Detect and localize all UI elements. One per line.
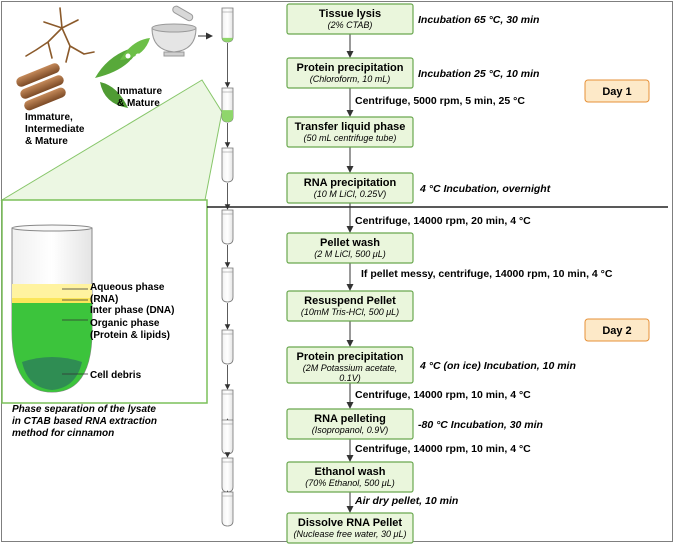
- step-box-7: Protein precipitation(2M Potassium aceta…: [286, 346, 414, 384]
- step-box-bg: [286, 57, 414, 89]
- centrifuge-note: Centrifuge, 14000 rpm, 20 min, 4 °C: [355, 215, 531, 227]
- step-box-bg: [286, 116, 414, 148]
- aqueous-phase-sublabel: (RNA): [90, 294, 118, 305]
- tube-10: [221, 491, 234, 527]
- step-box-2: Protein precipitation(Chloroform, 10 mL): [286, 57, 414, 89]
- leaves-label-1: Immature: [117, 86, 162, 97]
- step-title: Protein precipitation: [297, 62, 404, 74]
- organic-phase-sublabel: (Protein & lipids): [90, 330, 170, 341]
- step-reagent: (2M Potassium acetate,: [303, 363, 398, 373]
- step-reagent: (50 mL centrifuge tube): [304, 133, 397, 143]
- step-reagent: 0.1V): [339, 373, 361, 383]
- step-box-bg: [286, 232, 414, 264]
- air-dry-note: Air dry pellet, 10 min: [354, 495, 458, 507]
- bark-label-3: & Mature: [25, 136, 68, 147]
- step-box-8: RNA pelleting(Isopropanol, 0.9V): [286, 408, 414, 440]
- step-reagent: (Isopropanol, 0.9V): [312, 425, 389, 435]
- tube-8: [221, 419, 234, 455]
- day-2-badge: Day 2: [584, 318, 650, 342]
- tube-1: [221, 7, 234, 43]
- step-title: RNA pelleting: [314, 413, 386, 425]
- step-box-bg: [286, 461, 414, 493]
- tube-5: [221, 267, 234, 303]
- step-reagent: (Nuclease free water, 30 μL): [294, 529, 407, 539]
- step-box-5: Pellet wash(2 M LiCl, 500 μL): [286, 232, 414, 264]
- incubation-note: Incubation 65 °C, 30 min: [418, 14, 539, 26]
- large-tube: [11, 224, 93, 393]
- step-reagent: (2% CTAB): [328, 20, 373, 30]
- svg-text:Day 1: Day 1: [602, 86, 631, 98]
- step-reagent: (10mM Tris-HCl, 500 μL): [301, 307, 399, 317]
- inter-phase-label: Inter phase (DNA): [90, 305, 174, 316]
- step-box-6: Resuspend Pellet(10mM Tris-HCl, 500 μL): [286, 290, 414, 322]
- tube-2: [221, 87, 234, 123]
- centrifuge-note: Centrifuge, 5000 rpm, 5 min, 25 °C: [355, 95, 525, 107]
- phase-separation-panel: Aqueous phase (RNA) Inter phase (DNA) Or…: [0, 79, 223, 404]
- step-box-4: RNA precipitation(10 M LiCl, 0.25V): [286, 172, 414, 204]
- step-reagent: (Chloroform, 10 mL): [310, 74, 391, 84]
- cinnamon-leaves-illustration: [95, 38, 150, 108]
- leaves-label-2: & Mature: [117, 98, 160, 109]
- step-title: Protein precipitation: [297, 351, 404, 363]
- step-title: Transfer liquid phase: [295, 121, 406, 133]
- tube-3: [221, 147, 234, 183]
- step-title: Tissue lysis: [319, 8, 381, 20]
- step-reagent: (10 M LiCl, 0.25V): [314, 189, 387, 199]
- incubation-note: Incubation 25 °C, 10 min: [418, 68, 539, 80]
- step-reagent: (2 M LiCl, 500 μL): [314, 249, 385, 259]
- step-box-9: Ethanol wash(70% Ethanol, 500 μL): [286, 461, 414, 493]
- step-box-bg: [286, 3, 414, 35]
- step-title: Pellet wash: [320, 237, 380, 249]
- step-box-bg: [286, 346, 414, 384]
- step-title: Dissolve RNA Pellet: [298, 517, 402, 529]
- aqueous-phase-label: Aqueous phase: [90, 282, 165, 293]
- caption-line-3: method for cinnamon: [12, 428, 114, 439]
- step-box-10: Dissolve RNA Pellet(Nuclease free water,…: [286, 512, 414, 544]
- step-box-bg: [286, 512, 414, 544]
- roots-illustration: [25, 7, 95, 63]
- step-title: RNA precipitation: [304, 177, 397, 189]
- step-box-3: Transfer liquid phase(50 mL centrifuge t…: [286, 116, 414, 148]
- step-box-1: Tissue lysis(2% CTAB): [286, 3, 414, 35]
- bark-label-1: Immature,: [25, 112, 73, 123]
- bark-label-2: Intermediate: [25, 124, 85, 135]
- mortar-pestle-illustration: [151, 5, 197, 57]
- step-box-bg: [286, 408, 414, 440]
- svg-text:Day 2: Day 2: [602, 325, 631, 337]
- cell-debris-label: Cell debris: [90, 370, 142, 381]
- organic-phase-label: Organic phase: [90, 318, 160, 329]
- step-reagent: (70% Ethanol, 500 μL): [305, 478, 395, 488]
- centrifuge-note: If pellet messy, centrifuge, 14000 rpm, …: [361, 268, 613, 280]
- step-title: Ethanol wash: [315, 466, 386, 478]
- tube-6: [221, 329, 234, 365]
- incubation-note: 4 °C Incubation, overnight: [419, 183, 551, 195]
- centrifuge-note: Centrifuge, 14000 rpm, 10 min, 4 °C: [355, 389, 531, 401]
- incubation-note: 4 °C (on ice) Incubation, 10 min: [419, 360, 576, 372]
- step-title: Resuspend Pellet: [304, 295, 396, 307]
- incubation-note: -80 °C Incubation, 30 min: [418, 419, 543, 431]
- tube-7: [221, 389, 234, 425]
- centrifuge-note: Centrifuge, 14000 rpm, 10 min, 4 °C: [355, 443, 531, 455]
- tube-4: [221, 209, 234, 245]
- step-box-bg: [286, 290, 414, 322]
- tube-column: [221, 7, 234, 527]
- step-box-bg: [286, 172, 414, 204]
- tube-9: [221, 457, 234, 493]
- step-boxes: Tissue lysis(2% CTAB) Protein precipitati…: [286, 3, 414, 544]
- cinnamon-bark-illustration: [16, 63, 66, 111]
- caption-line-2: in CTAB based RNA extraction: [12, 416, 157, 427]
- day-1-badge: Day 1: [584, 79, 650, 103]
- caption-line-1: Phase separation of the lysate: [12, 404, 156, 415]
